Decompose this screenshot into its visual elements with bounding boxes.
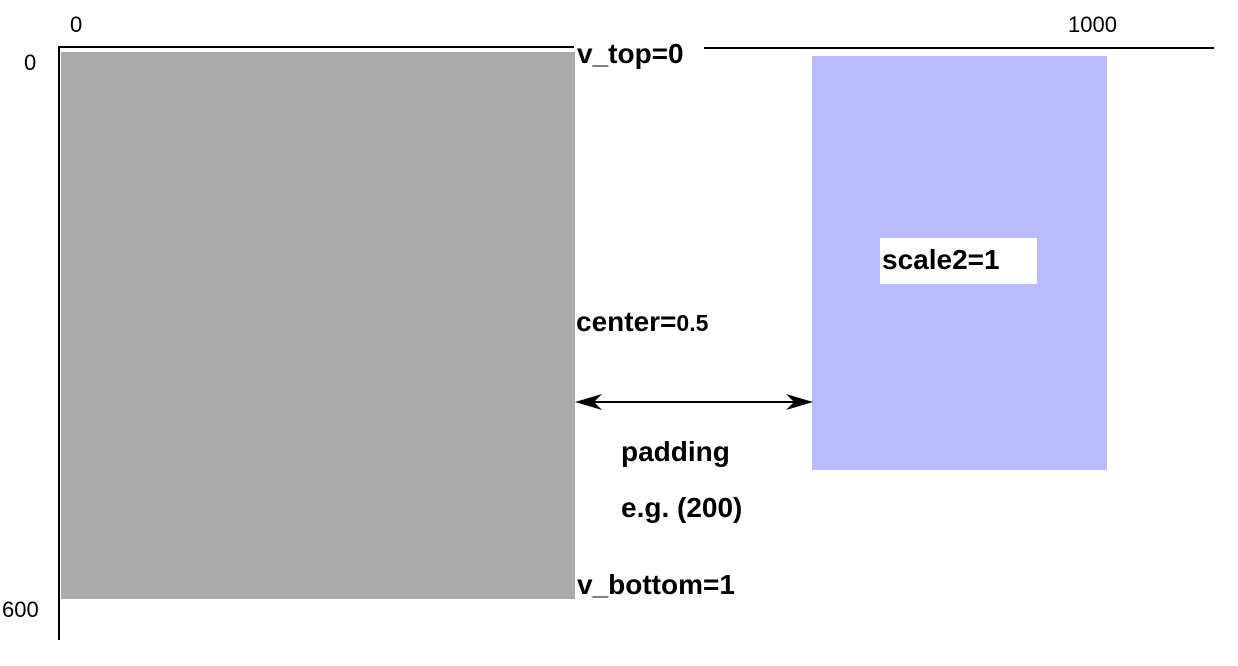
y-tick-0: 0: [24, 50, 37, 75]
x-tick-1000: 1000: [1068, 12, 1117, 37]
center-label-value: 0.5: [676, 310, 709, 336]
padding-arrow-left-head: [575, 394, 602, 410]
padding-label: padding: [621, 436, 730, 467]
v-bottom-label: v_bottom=1: [577, 569, 735, 600]
x-axis-line-left: [58, 46, 574, 48]
center-label-prefix: center=: [576, 306, 677, 337]
padding-arrow: [575, 394, 813, 410]
y-axis-line: [58, 46, 60, 640]
padding-arrow-right-head: [786, 394, 813, 410]
center-label: center=0.5: [576, 308, 708, 336]
scale2-label-box: [880, 238, 1037, 284]
x-tick-0: 0: [70, 12, 83, 37]
gray-rectangle: [61, 52, 575, 599]
y-tick-600: 600: [2, 597, 39, 622]
padding-example-label: e.g. (200): [621, 492, 743, 523]
x-axis-line-right: [704, 47, 1214, 49]
v-top-label: v_top=0: [577, 38, 684, 69]
scale2-label: scale2=1: [882, 244, 1000, 275]
